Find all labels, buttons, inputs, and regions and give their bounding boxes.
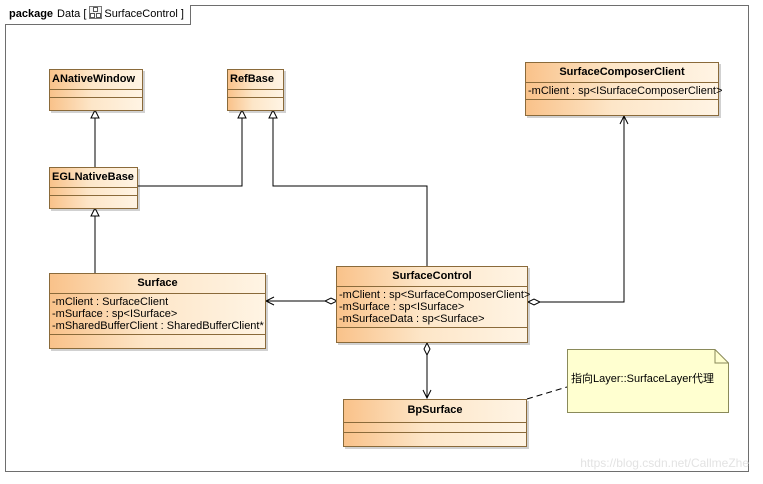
attribute: -mClient : sp<ISurfaceComposerClient>	[528, 85, 723, 97]
gen-head-refbase-1	[237, 108, 247, 119]
attribute: -mSurface : sp<ISurface>	[339, 301, 465, 313]
attribute: -mSurfaceData : sp<Surface>	[339, 313, 485, 325]
class-surfacecomposerclient[interactable]: SurfaceComposerClient -mClient : sp<ISur…	[525, 62, 723, 116]
attribute: -mClient : sp<SurfaceComposerClient>	[339, 289, 531, 301]
gen-surfacecontrol-refbase	[272, 118, 428, 267]
class-name: BpSurface	[344, 400, 526, 423]
class-name: EGLNativeBase	[50, 168, 137, 188]
class-surfacecontrol[interactable]: SurfaceControl -mClient : sp<SurfaceComp…	[336, 266, 531, 343]
attributes-compartment: -mClient : SurfaceClient -mSurface : sp<…	[50, 294, 265, 335]
class-anativewindow[interactable]: ANativeWindow	[49, 69, 143, 111]
gen-eglnativebase-refbase	[137, 118, 243, 187]
attribute: -mSharedBufferClient : SharedBufferClien…	[52, 320, 264, 332]
attributes-compartment	[50, 188, 137, 196]
class-eglnativebase[interactable]: EGLNativeBase	[49, 167, 138, 209]
package-name: Data [	[57, 8, 87, 20]
operations-compartment	[50, 335, 265, 342]
operations-compartment	[50, 98, 142, 105]
package-keyword: package	[9, 8, 54, 20]
arrow-head-composer	[619, 114, 629, 125]
arrow-head-bpsurface	[422, 389, 432, 400]
operations-compartment	[344, 433, 526, 442]
operations-compartment	[526, 100, 718, 107]
note[interactable]: 指向Layer::SurfaceLayer代理	[567, 349, 729, 413]
class-refbase[interactable]: RefBase	[227, 69, 284, 111]
arrow-head-surface	[264, 296, 275, 306]
gen-head-anativewindow	[90, 108, 100, 119]
diamond-surfacecontrol-bottom	[423, 341, 431, 357]
diamond-surfacecontrol-left	[323, 297, 339, 305]
gen-head-refbase-2	[268, 108, 278, 119]
diamond-surfacecontrol-right	[526, 298, 542, 306]
class-name: Surface	[50, 274, 265, 294]
gen-head-eglnativebase	[90, 206, 100, 217]
attributes-compartment	[50, 90, 142, 98]
class-surface[interactable]: Surface -mClient : SurfaceClient -mSurfa…	[49, 273, 266, 349]
note-text: 指向Layer::SurfaceLayer代理	[571, 373, 715, 385]
attributes-compartment: -mClient : sp<ISurfaceComposerClient>	[526, 83, 723, 100]
class-name: RefBase	[228, 70, 283, 90]
class-diagram-icon	[89, 6, 103, 19]
assoc-surfacecontrol-composer	[540, 116, 625, 303]
operations-compartment	[50, 196, 137, 203]
attribute: -mSurface : sp<ISurface>	[52, 308, 178, 320]
note-shape	[567, 349, 729, 413]
class-name: SurfaceControl	[337, 267, 527, 287]
attributes-compartment: -mClient : sp<SurfaceComposerClient> -mS…	[337, 287, 531, 328]
package-closing: ]	[180, 8, 184, 20]
class-bpsurface[interactable]: BpSurface	[343, 399, 527, 447]
attributes-compartment	[228, 90, 283, 98]
operations-compartment	[337, 328, 527, 335]
diagram-name: SurfaceControl	[104, 8, 178, 20]
class-name: ANativeWindow	[50, 70, 142, 90]
note-anchor	[526, 386, 568, 400]
operations-compartment	[228, 98, 283, 105]
attributes-compartment	[344, 423, 526, 433]
attribute: -mClient : SurfaceClient	[52, 296, 169, 308]
class-name: SurfaceComposerClient	[526, 63, 718, 83]
watermark: https://blog.csdn.net/CallmeZhe	[580, 456, 749, 470]
